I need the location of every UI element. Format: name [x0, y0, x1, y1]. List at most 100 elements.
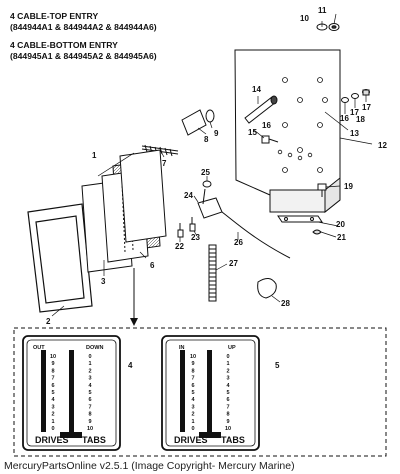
scale-tick-label: 9 [226, 419, 229, 425]
bracket-bar [277, 215, 323, 235]
title-top-entry: 4 CABLE-TOP ENTRY [10, 11, 99, 21]
shaft-14 [244, 95, 278, 124]
scale-tick-label: 0 [88, 354, 91, 360]
scale-tick-label: 6 [226, 397, 229, 403]
scale-tick-label: 8 [88, 412, 91, 418]
header-block-bottom-entry: 4 CABLE-BOTTOM ENTRY (844945A1 & 844945A… [10, 40, 157, 62]
scale-tick-label: 5 [226, 390, 229, 396]
callout-16b: 16 [340, 114, 349, 123]
bushing-8-9 [181, 109, 215, 136]
hardware-16-17-18 [341, 89, 370, 103]
scale-tick-label: 6 [191, 383, 194, 389]
washer-nut-10-11 [316, 23, 340, 31]
gasket-1 [119, 149, 167, 243]
detail-view-box [13, 268, 387, 457]
callout-11: 11 [318, 6, 327, 15]
mounting-bracket [234, 49, 341, 214]
scale-tick-label: 6 [88, 397, 91, 403]
scale-tick-label: 4 [191, 397, 195, 403]
bezel-frame-2 [27, 203, 93, 313]
scale-tick-label: 2 [51, 412, 54, 418]
scale-tick-label: 8 [191, 368, 194, 374]
callout-15: 15 [248, 128, 257, 137]
left-tabs-label: TABS [82, 435, 106, 445]
drives-indicator-slot [180, 350, 185, 432]
right-brand-badge [199, 432, 221, 438]
callout-6: 6 [150, 261, 155, 270]
callout-9: 9 [214, 129, 219, 138]
scale-tick-label: 2 [226, 368, 229, 374]
scale-tick-label: 0 [191, 426, 194, 432]
title-bottom-entry: 4 CABLE-BOTTOM ENTRY [10, 40, 118, 50]
left-col1-header: OUT [33, 345, 45, 351]
callout-12: 12 [378, 141, 387, 150]
callout-26: 26 [234, 238, 243, 247]
cable-26 [221, 211, 291, 259]
knob-28 [257, 278, 277, 299]
leader-lines [51, 13, 373, 317]
subtitle-top-entry: (844944A1 & 844944A2 & 844944A6) [10, 22, 157, 32]
scale-tick-label: 0 [226, 354, 229, 360]
screw-15 [261, 135, 279, 144]
callout-numbers: 1 2 3 4 5 6 7 8 9 10 11 12 13 14 15 16 1… [46, 6, 387, 370]
callout-20: 20 [336, 220, 345, 229]
scale-tick-label: 4 [226, 383, 230, 389]
callout-23: 23 [191, 233, 200, 242]
tabs-indicator-slot [207, 350, 212, 432]
scale-tick-label: 2 [88, 368, 91, 374]
copyright-footer: MercuryPartsOnline v2.5.1 (Image Copyrig… [4, 460, 295, 472]
scale-tick-label: 10 [190, 354, 196, 360]
scale-tick-label: 9 [51, 361, 54, 367]
scale-tick-label: 1 [226, 361, 229, 367]
scale-tick-label: 6 [51, 383, 54, 389]
header-block-top-entry: 4 CABLE-TOP ENTRY (844944A1 & 844944A2 &… [10, 11, 157, 33]
left-brand-badge [60, 432, 82, 438]
scale-tick-label: 7 [88, 404, 91, 410]
callout-25: 25 [201, 168, 210, 177]
scale-tick-label: 7 [51, 376, 54, 382]
scale-tick-label: 7 [226, 404, 229, 410]
callout-3: 3 [101, 277, 106, 286]
callout-27: 27 [229, 259, 238, 268]
scale-tick-label: 3 [51, 404, 54, 410]
callout-8: 8 [204, 135, 209, 144]
callout-2: 2 [46, 317, 51, 326]
screws-22-23 [177, 217, 196, 238]
scale-tick-label: 8 [51, 368, 54, 374]
scale-tick-label: 8 [226, 412, 229, 418]
callout-13: 13 [350, 129, 359, 138]
scale-tick-label: 5 [191, 390, 194, 396]
scale-tick-label: 5 [51, 390, 54, 396]
scale-tick-label: 9 [88, 419, 91, 425]
callout-18: 18 [356, 115, 365, 124]
scale-tick-label: 10 [87, 426, 93, 432]
callout-21: 21 [337, 233, 346, 242]
scale-tick-label: 2 [191, 412, 194, 418]
tabs-indicator-slot [69, 350, 74, 432]
scale-tick-label: 1 [88, 361, 91, 367]
right-tabs-label: TABS [221, 435, 245, 445]
lever-block-24 [197, 180, 223, 219]
scale-tick-label: 5 [88, 390, 91, 396]
scale-tick-label: 4 [88, 383, 92, 389]
scale-tick-label: 3 [88, 376, 91, 382]
right-drives-label: DRIVES [174, 435, 208, 445]
scale-tick-label: 3 [191, 404, 194, 410]
left-drives-label: DRIVES [35, 435, 69, 445]
subtitle-bottom-entry: (844945A1 & 844945A2 & 844945A6) [10, 51, 157, 61]
scale-tick-label: 9 [191, 361, 194, 367]
scale-tick-label: 4 [51, 397, 55, 403]
right-col1-header: IN [179, 345, 185, 351]
callout-28: 28 [281, 299, 290, 308]
scale-tick-label: 10 [50, 354, 56, 360]
callout-17b: 17 [362, 103, 371, 112]
callout-24: 24 [184, 191, 193, 200]
scale-tick-label: 1 [51, 419, 54, 425]
scale-tick-label: 3 [226, 376, 229, 382]
